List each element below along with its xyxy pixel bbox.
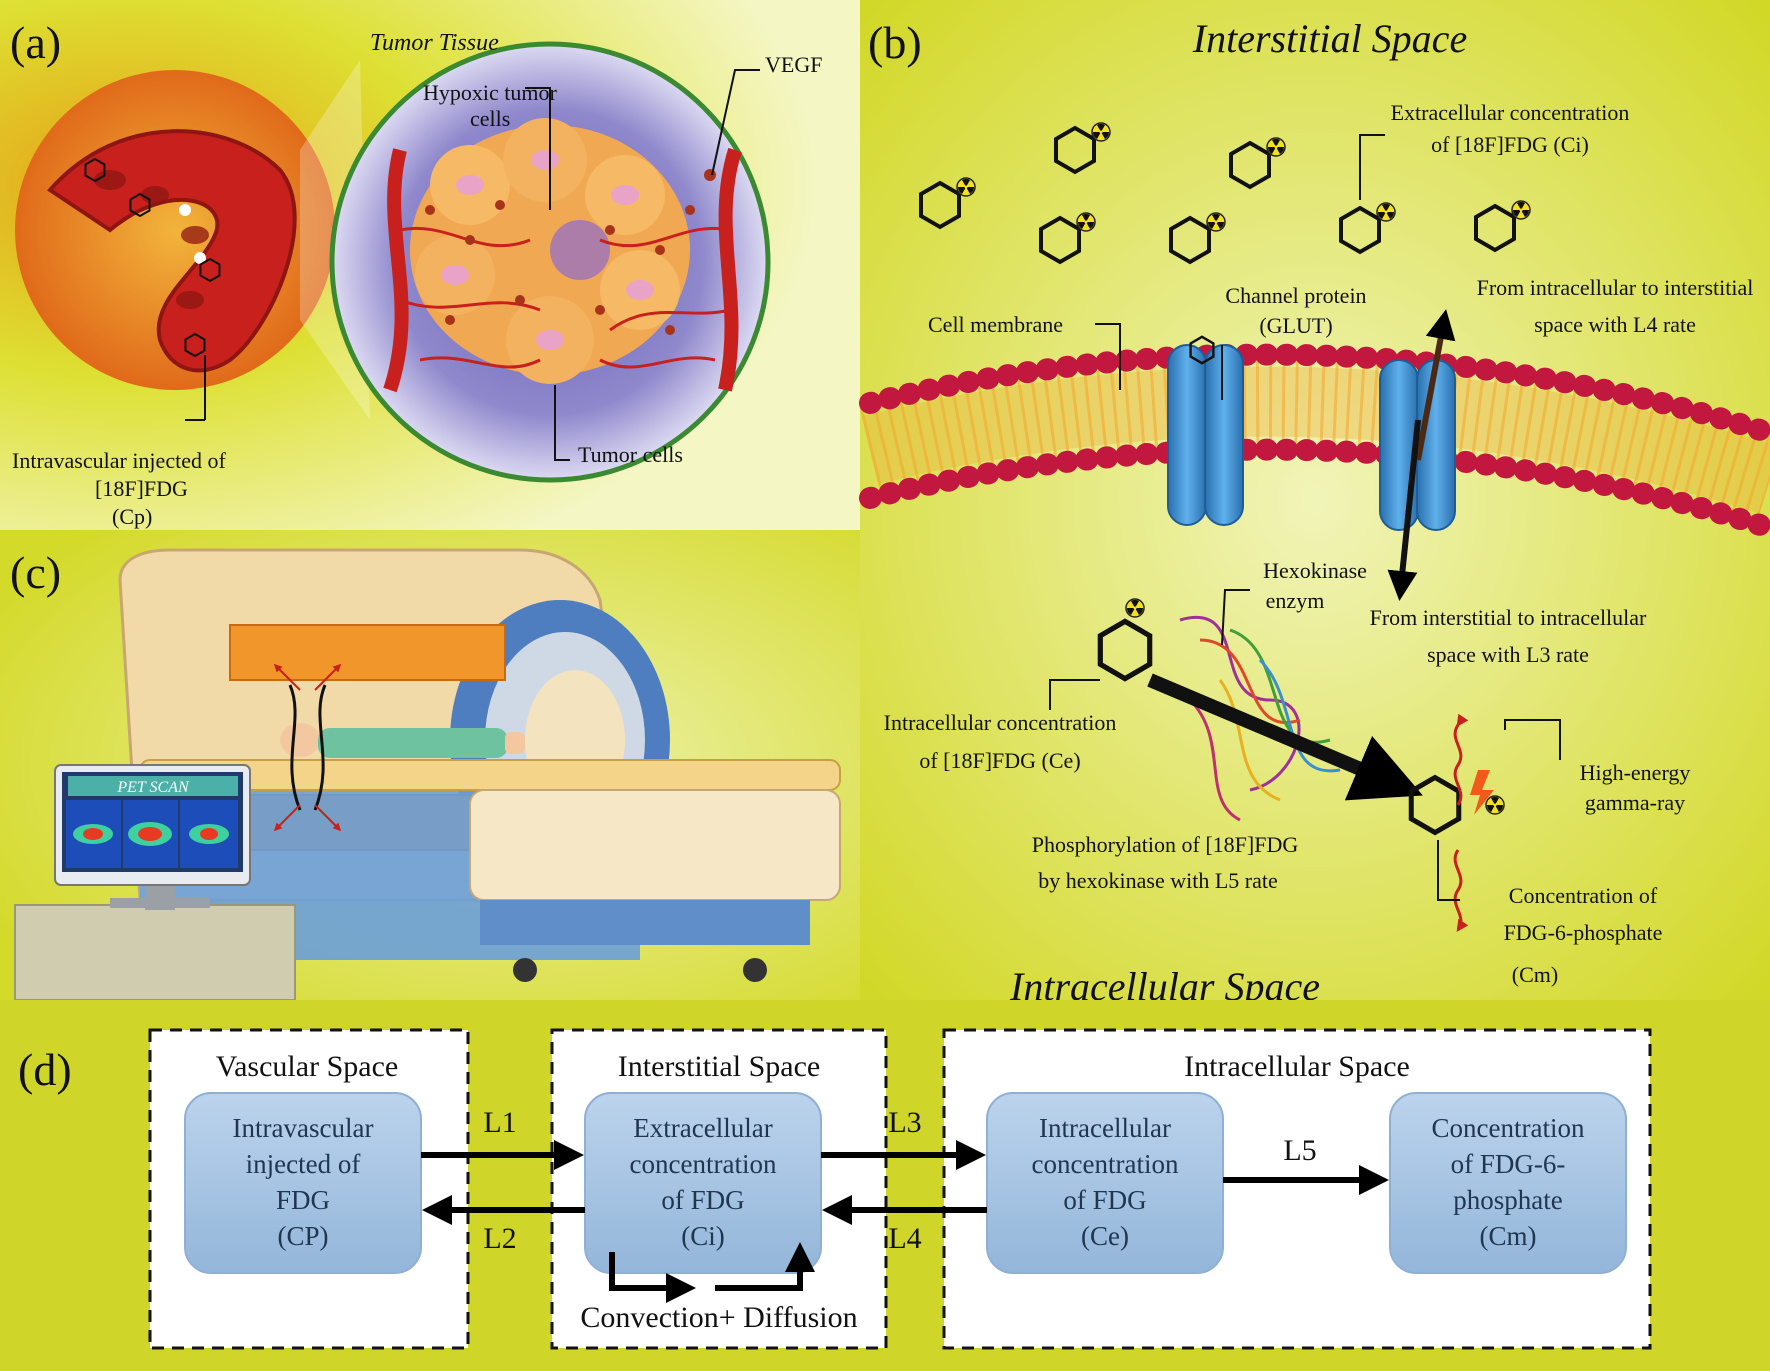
compartment-ci xyxy=(584,1092,822,1274)
cell-membrane-label: Cell membrane xyxy=(928,312,1063,337)
arrow-phosphorylation-L5 xyxy=(1147,673,1423,801)
compartment-cm xyxy=(1389,1092,1627,1274)
box-ci-line3: of FDG xyxy=(661,1185,744,1215)
compartment-cp xyxy=(184,1092,422,1274)
box-cm-line4: (Cm) xyxy=(1480,1221,1537,1251)
intracellular-conc-label-line1: Intracellular concentration xyxy=(884,710,1117,735)
from-intra-label-line2: space with L4 rate xyxy=(1534,312,1696,337)
glut-channel-1 xyxy=(1167,344,1244,526)
rate-L5: L5 xyxy=(1283,1134,1316,1167)
arrow-in-L3 xyxy=(1387,419,1421,601)
intracellular-space-title-d: Intracellular Space xyxy=(1184,1050,1410,1083)
intracellular-conc-label-line2: of [18F]FDG (Ce) xyxy=(919,748,1080,773)
rate-L1: L1 xyxy=(483,1106,516,1139)
fdg6p-label-line2: FDG-6-phosphate xyxy=(1504,920,1663,945)
hypoxic-label-line2: cells xyxy=(470,106,510,131)
panel-b: (b) Interstitial Space Intracellular Spa… xyxy=(859,0,1770,1009)
rate-L2: L2 xyxy=(483,1222,516,1255)
fdg6p-label-line1: Concentration of xyxy=(1509,883,1658,908)
vascular-space-title: Vascular Space xyxy=(216,1050,398,1083)
box-cp-line4: (CP) xyxy=(277,1221,328,1251)
box-cm-line2: of FDG-6- xyxy=(1451,1149,1566,1179)
pet-scan-title: PET SCAN xyxy=(116,779,190,796)
box-cm-line3: phosphate xyxy=(1453,1185,1562,1215)
box-cp-line2: injected of xyxy=(246,1149,361,1179)
panel-a: (a) Tumor Tissue Hypoxic tumor cells VEG… xyxy=(0,0,860,530)
hexokinase-label-line2: enzym xyxy=(1266,588,1325,613)
tumor-cells-label: Tumor cells xyxy=(578,442,683,467)
gamma-label-line2: gamma-ray xyxy=(1585,790,1685,815)
box-ce-line3: of FDG xyxy=(1063,1185,1146,1215)
panel-d: (d) Vascular Space Interstitial Space In… xyxy=(0,1000,1770,1371)
blood-vessel xyxy=(46,129,297,373)
cell-membrane xyxy=(859,343,1770,539)
panel-a-label: (a) xyxy=(10,17,61,68)
intravascular-label-line2: [18F]FDG xyxy=(95,476,188,501)
arrow-out-L4 xyxy=(1415,309,1456,461)
extracellular-label-line2: of [18F]FDG (Ci) xyxy=(1431,132,1589,157)
convection-diffusion-label: Convection+ Diffusion xyxy=(580,1301,857,1334)
box-ci-line2: concentration xyxy=(630,1149,777,1179)
hypoxic-label-line1: Hypoxic tumor xyxy=(423,80,557,105)
intravascular-label-line1: Intravascular injected of xyxy=(12,448,226,473)
box-ce-line1: Intracellular xyxy=(1039,1113,1171,1143)
interstitial-space-title-d: Interstitial Space xyxy=(618,1050,820,1083)
fdg6p-label-line3: (Cm) xyxy=(1512,962,1558,987)
box-cm-line1: Concentration xyxy=(1432,1113,1585,1143)
box-ci-line1: Extracellular xyxy=(633,1113,772,1143)
panel-c: (c) xyxy=(0,530,860,1001)
box-cp-line1: Intravascular xyxy=(233,1113,374,1143)
box-cp-line3: FDG xyxy=(276,1185,330,1215)
gamma-ray xyxy=(1453,713,1494,932)
from-intra-label-line1: From intracellular to interstitial xyxy=(1477,275,1754,300)
hexokinase-label-line1: Hexokinase xyxy=(1263,558,1367,583)
convection-arrows xyxy=(609,1242,815,1303)
rate-L3: L3 xyxy=(888,1106,921,1139)
intravascular-label-line3: (Cp) xyxy=(112,504,152,529)
interstitial-space-title: Interstitial Space xyxy=(1192,16,1467,61)
vegf-label: VEGF xyxy=(765,52,822,77)
gamma-label-line1: High-energy xyxy=(1580,760,1691,785)
extracellular-label-line1: Extracellular concentration xyxy=(1391,100,1630,125)
tumor-cluster xyxy=(410,118,690,384)
box-ce-line4: (Ce) xyxy=(1081,1221,1129,1251)
box-ce-line2: concentration xyxy=(1032,1149,1179,1179)
box-ci-line4: (Ci) xyxy=(681,1221,725,1251)
rate-L4: L4 xyxy=(888,1222,921,1255)
panel-d-label: (d) xyxy=(18,1044,72,1095)
channel-protein-label-line2: (GLUT) xyxy=(1259,313,1332,338)
panel-c-label: (c) xyxy=(10,547,61,598)
from-inter-label-line2: space with L3 rate xyxy=(1427,642,1589,667)
phosphorylation-label-line2: by hexokinase with L5 rate xyxy=(1038,868,1278,893)
phosphorylation-label-line1: Phosphorylation of [18F]FDG xyxy=(1032,832,1299,857)
tumor-tissue-label: Tumor Tissue xyxy=(370,30,499,56)
panel-b-label: (b) xyxy=(868,17,922,68)
channel-protein-label-line1: Channel protein xyxy=(1225,283,1366,308)
from-inter-label-line1: From interstitial to intracellular xyxy=(1370,605,1647,630)
